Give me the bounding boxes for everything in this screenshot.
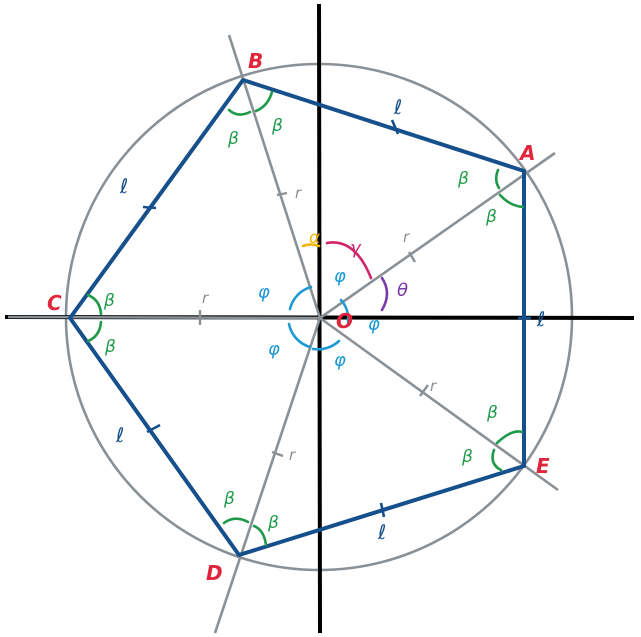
beta-label-b-right: β [271,116,283,136]
pentagon-abcde [68,78,526,557]
radial-line-c [7,315,321,320]
phi-label-lower: φ [334,350,346,371]
phi-label-right: φ [368,314,380,335]
side-label-ea: ℓ [536,307,545,331]
radius-label-od: r [289,446,296,464]
radius-label-ob: r [295,184,302,202]
radial-line-b [227,34,322,319]
side-label-bc: ℓ [119,174,128,198]
vertex-label-d: D [206,561,223,585]
beta-arc-a-bottom [498,193,525,209]
phi-arc-lower-left [287,322,312,349]
vertex-label-e: E [536,454,550,478]
beta-arc-a-top [494,168,501,190]
radius-label-oa: r [403,228,410,246]
radius-label-oe: r [430,377,437,395]
tick-radius-ob [276,191,288,197]
alpha-arc [301,243,321,248]
phi-label-upper-right: φ [334,266,346,287]
beta-label-e-top: β [486,403,498,423]
beta-arc-e-top [495,430,524,445]
beta-label-c-top: β [103,291,115,311]
tick-side-cd [146,423,161,434]
beta-label-e-bottom: β [461,447,473,467]
beta-arc-b-right [254,90,274,113]
vertex-label-c: C [47,291,62,315]
beta-arc-d-top [222,517,250,525]
tick-side-bc [142,205,157,210]
beta-label-d-top: β [223,489,235,509]
radius-label-oc: r [202,289,209,307]
tick-radius-od [271,450,284,458]
vertex-label-a: A [518,141,535,165]
gamma-arc [325,241,373,280]
side-label-ab: ℓ [393,95,402,119]
beta-label-a-bottom: β [485,207,497,227]
alpha-label: α [309,228,320,248]
center-label-o: O [336,309,353,333]
phi-arcs [287,285,350,351]
phi-label-lower-left: φ [268,339,280,360]
beta-arcs [86,90,525,547]
radial-line-a [319,151,556,320]
beta-arc-e-bottom [491,448,503,472]
phi-label-upper-left: φ [258,282,270,303]
beta-arc-b-left [227,108,252,116]
theta-arc [380,276,389,312]
tick-side-ab [390,119,400,135]
beta-label-a-top: β [457,169,469,189]
vertex-label-b: B [248,49,263,73]
theta-label: θ [397,280,408,301]
beta-label-b-left: β [227,129,239,149]
phi-arc-lower [311,339,341,351]
phi-arc-upper-left [288,285,313,311]
beta-arc-c-bottom [86,320,103,343]
beta-label-c-bottom: β [104,337,116,357]
phi-arc-right [339,298,350,324]
tick-radius-oe [419,384,429,397]
tick-radius-oa [407,251,417,263]
radial-line-e [319,316,559,492]
beta-arc-d-right [252,524,268,547]
beta-arc-c-top [86,293,103,316]
gamma-label: γ [350,238,362,259]
radial-line-d [213,317,322,634]
side-label-cd: ℓ [115,423,124,447]
beta-label-d-right: β [267,513,279,533]
side-label-de: ℓ [377,520,386,544]
tick-side-de [379,502,386,518]
